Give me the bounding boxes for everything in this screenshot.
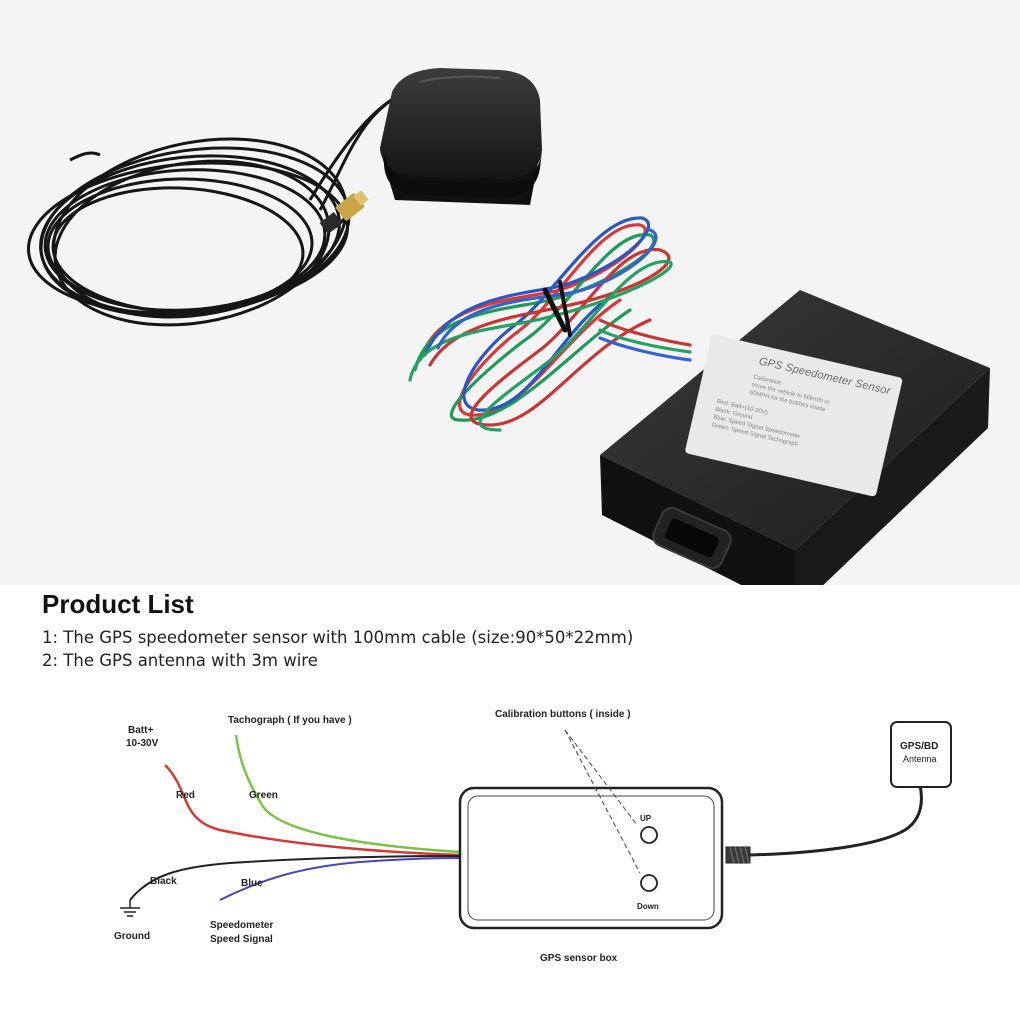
product-list-item: 2: The GPS antenna with 3m wire [42, 651, 318, 670]
speedometer-label-line1: Speedometer [210, 920, 274, 931]
up-button-label: UP [640, 814, 652, 823]
product-photo-drawing [26, 68, 990, 585]
wire-bundle [408, 216, 692, 432]
down-button-label: Down [637, 902, 659, 911]
calibration-pointer-line [564, 729, 641, 874]
blue-wire [219, 857, 461, 901]
connector-knurl [729, 846, 750, 864]
red-wire-label: Red [176, 790, 195, 801]
product-list: Product List 1: The GPS speedometer sens… [42, 588, 1002, 672]
antenna-cable [749, 784, 923, 857]
gps-antenna-puck [380, 68, 542, 205]
black-wire-label: Black [150, 876, 177, 887]
black-wire [129, 855, 461, 901]
calibration-pointer-line [564, 729, 638, 826]
product-list-item: 1: The GPS speedometer sensor with 100mm… [42, 628, 634, 647]
ground-symbol [120, 900, 140, 917]
calibration-label: Calibration buttons ( inside ) [495, 709, 631, 720]
sma-connector [319, 190, 369, 235]
blue-wire-label: Blue [241, 878, 263, 889]
antenna-label-line1: GPS/BD [900, 741, 939, 752]
ground-label: Ground [114, 931, 151, 942]
green-wire [234, 734, 461, 854]
green-wire-label: Green [249, 790, 278, 801]
antenna-box [890, 721, 952, 788]
speedometer-label-line2: Speed Signal [210, 934, 273, 945]
sensor-box-inner-outline [467, 795, 715, 921]
red-wire [164, 764, 461, 857]
product-list-title: Product List [42, 589, 194, 619]
sensor-box-label: GPS sensor box [540, 953, 618, 964]
tachograph-label: Tachograph ( If you have ) [228, 715, 352, 726]
antenna-label-line2: Antenna [903, 754, 937, 764]
wiring-diagram-drawing [120, 721, 952, 930]
sensor-box-outline [458, 786, 724, 930]
product-photo: GPS Speedometer Sensor Calibration move … [0, 0, 1020, 585]
voltage-label: 10-30V [126, 738, 159, 749]
wiring-diagram: Batt+ 10-30V Tachograph ( If you have ) … [0, 695, 1020, 1020]
down-button-circle [640, 874, 658, 892]
batt-label: Batt+ [128, 725, 154, 736]
up-button-circle [640, 826, 658, 844]
